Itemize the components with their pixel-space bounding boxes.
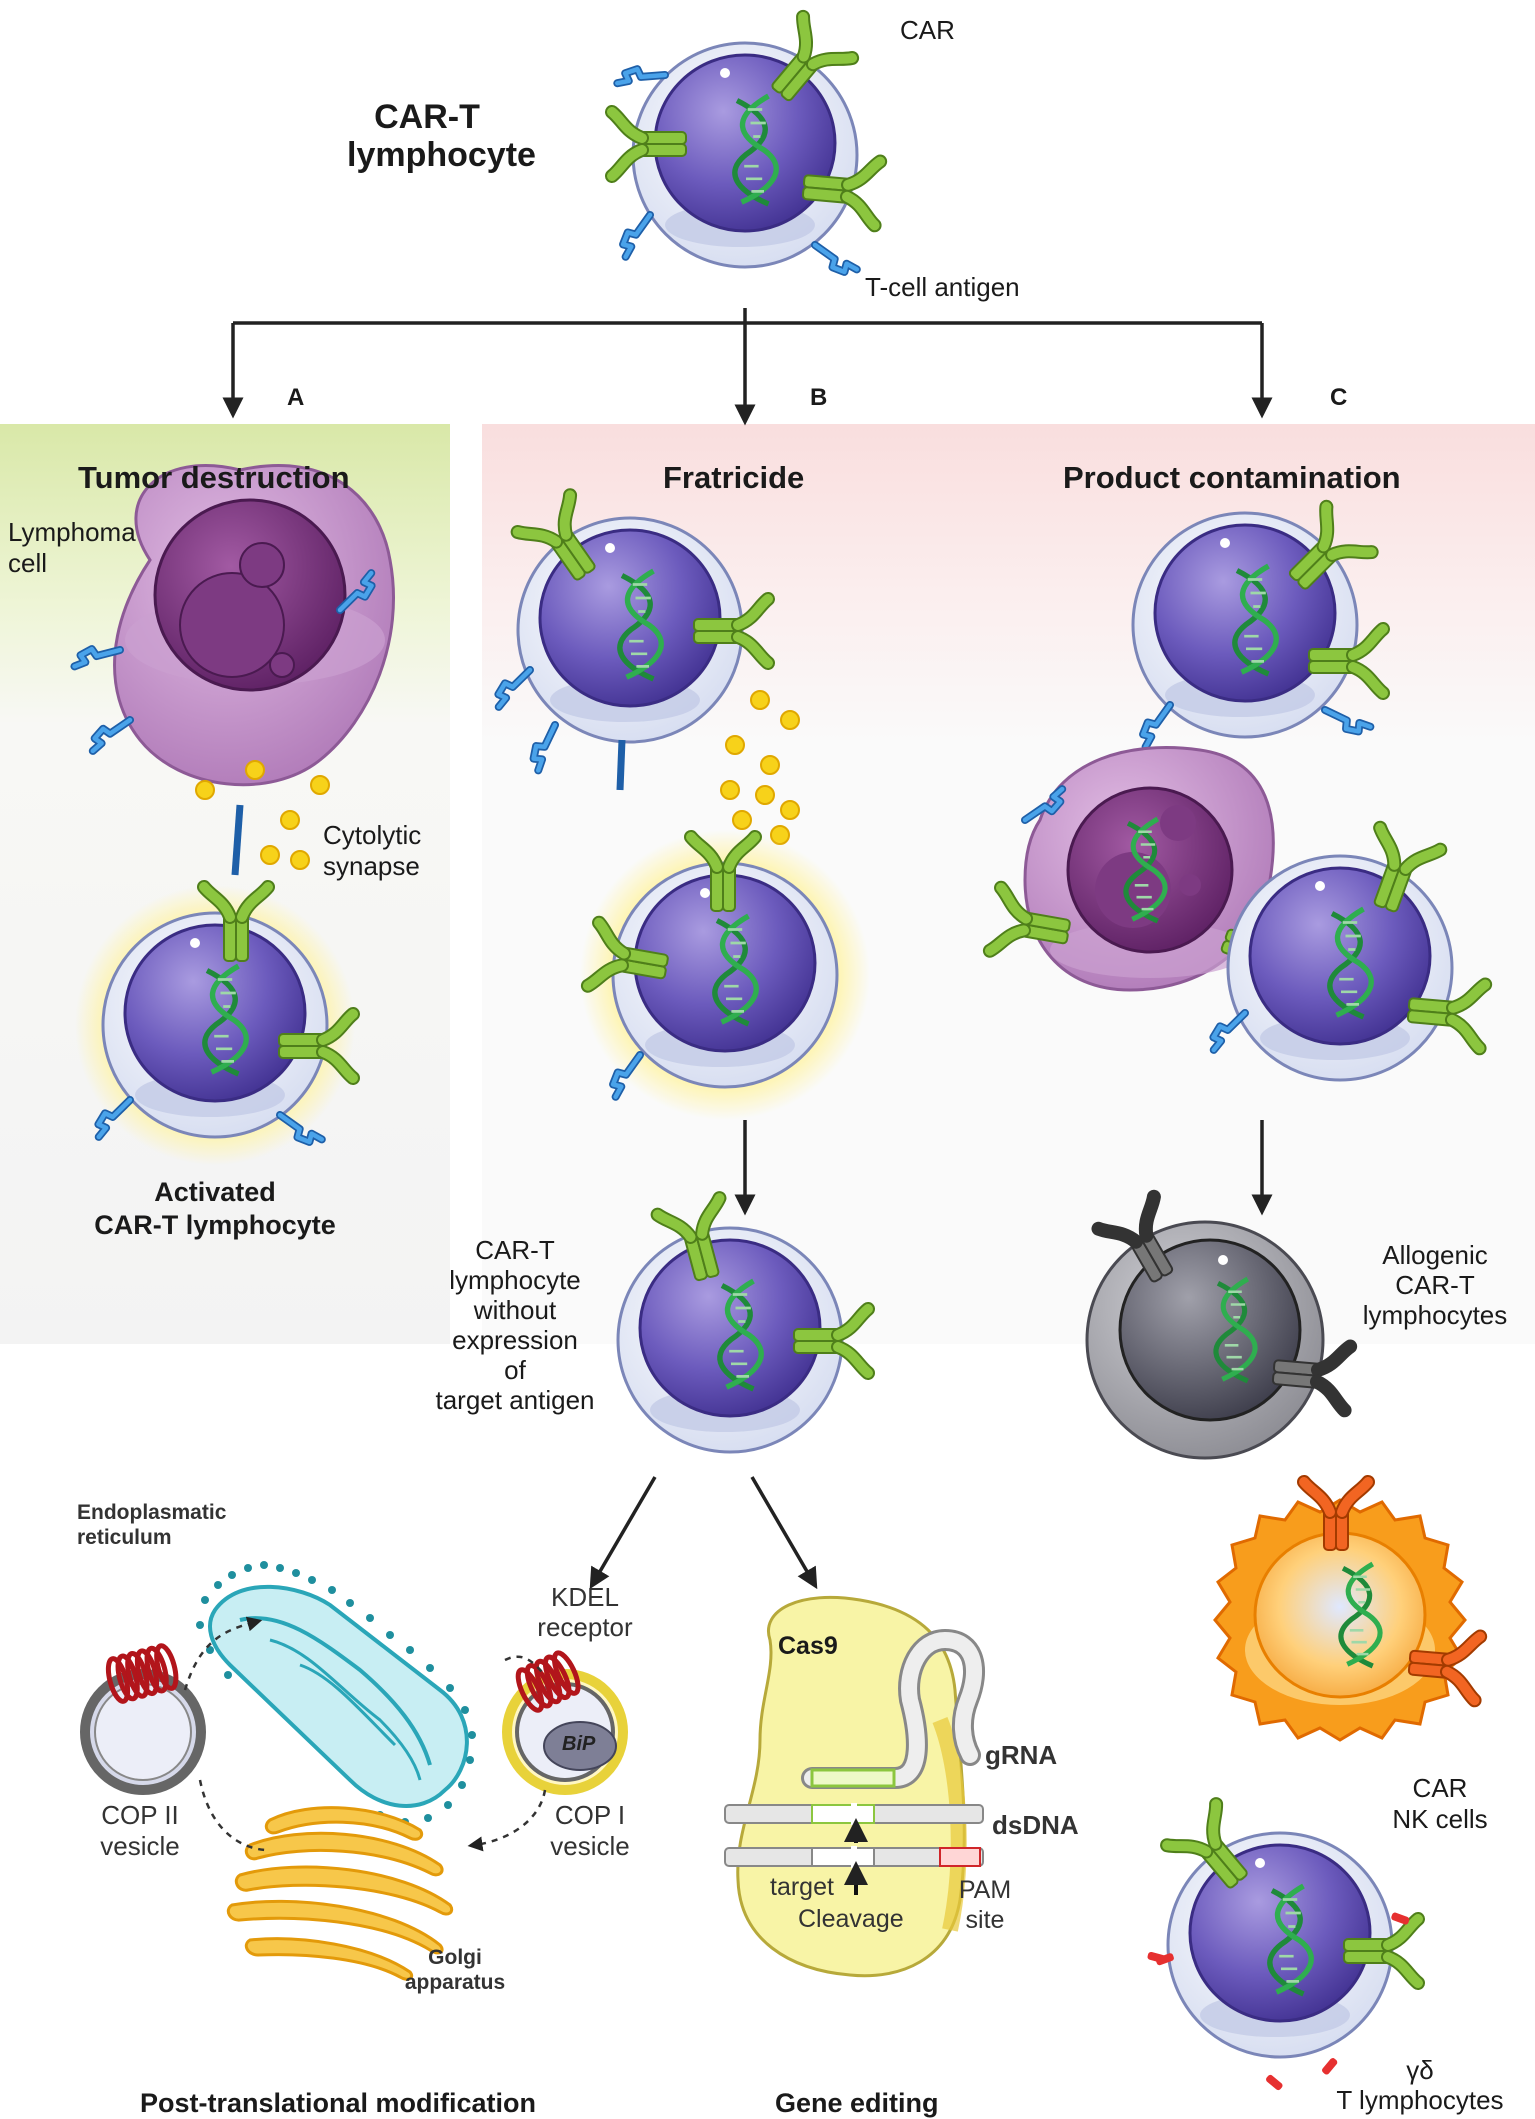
result-line1: CAR-T: [475, 1235, 555, 1265]
pam-line2: site: [965, 1906, 1005, 1934]
dsdna-strands: [724, 1803, 984, 1895]
t-cell-antigen-label: T-cell antigen: [865, 272, 1020, 302]
car-label: CAR: [900, 15, 955, 45]
cop2-label: COP II vesicle: [80, 1800, 200, 1862]
dsdna-label: dsDNA: [992, 1810, 1079, 1840]
lymphoma-cell: [74, 464, 395, 787]
pam-site-label: PAM site: [950, 1875, 1020, 1935]
cop1-line2: vesicle: [550, 1831, 630, 1861]
top-title: CAR-T lymphocyte: [347, 98, 536, 174]
ptm-caption: Post-translational modification: [140, 2088, 537, 2118]
lymphoma-cell-label: Lymphoma cell: [8, 517, 136, 579]
branch-letter-b: B: [810, 384, 828, 411]
top-title-line2: lymphocyte: [347, 136, 536, 174]
result-cell-label: CAR-T lymphocyte without expression of t…: [415, 1235, 615, 1415]
allogenic-cell: [1085, 1189, 1358, 1460]
nk-line1: CAR: [1412, 1773, 1468, 1803]
allogenic-line3: lymphocytes: [1362, 1300, 1508, 1330]
cleavage-label: Cleavage: [798, 1905, 904, 1933]
golgi-organelle: [226, 1806, 454, 1981]
cop2-line2: vesicle: [100, 1831, 180, 1861]
golgi-line2: apparatus: [404, 1971, 506, 1994]
fratricide-dots: [720, 690, 800, 845]
top-car-t-cell: [612, 17, 880, 282]
branch-arrows: [222, 308, 1273, 426]
bip-label: BiP: [562, 1733, 596, 1755]
gene-editing-caption: Gene editing: [775, 2088, 939, 2118]
cop1-label: COP I vesicle: [530, 1800, 650, 1862]
lymphoma-line2: cell: [8, 548, 48, 578]
heading-fratricide: Fratricide: [663, 460, 805, 495]
golgi-label: Golgi apparatus: [395, 1945, 515, 1995]
synapse-line1: Cytolytic: [323, 820, 422, 850]
arrow-to-gene: [750, 1476, 818, 1590]
grna-strand: [801, 1628, 985, 1789]
gd-line2: T lymphocytes: [1336, 2085, 1504, 2115]
er-line1: Endoplasmatic: [77, 1501, 227, 1524]
result-line5: of: [504, 1355, 526, 1385]
allogenic-line2: CAR-T: [1395, 1270, 1475, 1300]
cop2-vesicle: [80, 1643, 206, 1795]
allogenic-label: Allogenic CAR-T lymphocytes: [1345, 1240, 1525, 1330]
vesicle-transport-arrows: [183, 1616, 547, 1852]
result-line6: target antigen: [435, 1385, 595, 1415]
cop1-vesicle: [502, 1650, 628, 1795]
contamination-lymphoma-cell: [990, 746, 1305, 996]
top-title-line1: CAR-T: [374, 98, 480, 136]
branch-letter-c: C: [1330, 384, 1348, 411]
fratricide-cell-top: [491, 495, 768, 791]
result-line2: lymphocyte: [449, 1265, 581, 1295]
nk-line2: NK cells: [1392, 1804, 1488, 1834]
result-line4: expression: [452, 1325, 578, 1355]
gd-line1: γδ: [1406, 2055, 1434, 2085]
er-line2: reticulum: [77, 1526, 172, 1549]
branch-letter-a: A: [287, 384, 305, 411]
result-cell: [618, 1198, 868, 1452]
fratricide-cell-bottom: [580, 830, 870, 1120]
er-organelle: [196, 1561, 476, 1826]
cop1-line1: COP I: [554, 1800, 626, 1830]
cop2-line1: COP II: [101, 1800, 179, 1830]
activated-line2: CAR-T lymphocyte: [94, 1210, 336, 1240]
gamma-delta-cell: [1147, 1804, 1418, 2091]
kdel-line2: receptor: [537, 1612, 633, 1642]
activated-car-t-label: Activated CAR-T lymphocyte: [45, 1176, 385, 1242]
activated-line1: Activated: [154, 1177, 276, 1207]
result-line3: without: [473, 1295, 557, 1325]
cas9-label: Cas9: [778, 1632, 838, 1660]
arrow-to-ptm: [589, 1476, 657, 1590]
target-label: target: [770, 1873, 834, 1901]
golgi-line1: Golgi: [428, 1946, 482, 1969]
activated-car-t-cell: [75, 804, 355, 1165]
contamination-cell-top: [1133, 507, 1383, 747]
gamma-delta-label: γδ T lymphocytes: [1315, 2055, 1525, 2115]
lymphoma-line1: Lymphoma: [8, 517, 136, 547]
synapse-line2: synapse: [323, 851, 420, 881]
heading-tumor-destruction: Tumor destruction: [78, 460, 350, 495]
heading-product-contamination: Product contamination: [1063, 460, 1401, 495]
grna-label: gRNA: [985, 1740, 1058, 1770]
synapse-dots: [195, 760, 330, 870]
kdel-line1: KDEL: [551, 1582, 619, 1612]
nk-cell: [1213, 1475, 1488, 1742]
pam-line1: PAM: [958, 1876, 1012, 1904]
allogenic-line1: Allogenic: [1382, 1240, 1488, 1270]
er-label: Endoplasmatic reticulum: [77, 1500, 226, 1550]
nk-label: CAR NK cells: [1380, 1773, 1500, 1835]
kdel-label: KDEL receptor: [525, 1582, 645, 1642]
cytolytic-synapse-label: Cytolytic synapse: [323, 820, 421, 882]
